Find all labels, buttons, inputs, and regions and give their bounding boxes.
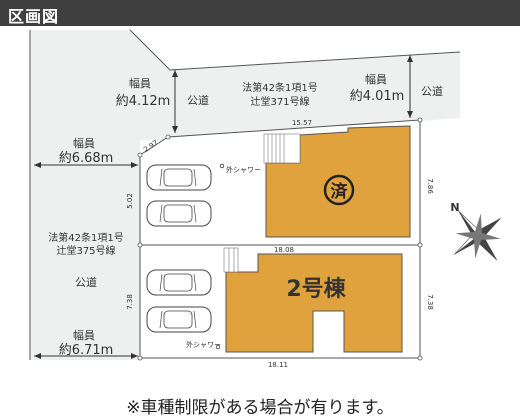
dim-bottom: 18.11 xyxy=(268,361,288,369)
sold-badge-circle xyxy=(323,174,355,206)
sold-badge: 済 xyxy=(331,181,349,202)
car-icon xyxy=(146,164,212,191)
parking-spaces xyxy=(146,164,212,333)
dim-arrow xyxy=(34,353,41,359)
dim-lower-right: 7.38 xyxy=(426,294,434,310)
compass-rose-icon xyxy=(454,210,502,262)
dim-top: 15.57 xyxy=(292,119,312,127)
parking-restriction-note: ※車種制限がある場合が有ります。 xyxy=(126,398,394,418)
dim-middle: 18.08 xyxy=(274,246,294,254)
west-road-law-line2: 辻堂375号線 xyxy=(56,244,115,257)
site-plan: 済 2号棟 外シャワー 外シャワー 幅員 約4.12m 公道 法第42条1項1号… xyxy=(29,29,502,369)
north-road-width-value-2: 約4.01m xyxy=(350,89,405,104)
shower-marker xyxy=(219,163,225,169)
dim-arrow xyxy=(172,70,178,77)
boundary-points xyxy=(137,117,423,361)
dim-lower-left: 7.38 xyxy=(126,294,134,310)
shower-marker xyxy=(215,344,221,350)
compass-north-label: N xyxy=(450,201,459,214)
north-road-width-label-2: 幅員 xyxy=(365,73,387,86)
lot-1-porch xyxy=(263,133,301,164)
dim-arrow xyxy=(407,55,413,62)
lot-2-porch xyxy=(223,247,239,273)
dim-upper-left: 5.02 xyxy=(126,193,134,209)
west-road-law-line1: 法第42条1項1号 xyxy=(48,231,123,244)
north-road-width-value-1: 約4.12m xyxy=(116,94,171,109)
west-road-width-label-2: 幅員 xyxy=(73,329,95,342)
west-road-width-value-1: 約6.68m xyxy=(59,151,114,166)
lot-2-label: 2号棟 xyxy=(286,276,346,302)
car-icon xyxy=(146,269,212,296)
west-road-width-value-2: 約6.71m xyxy=(59,343,114,358)
lot-2-shower-label: 外シャワー xyxy=(186,340,221,349)
dim-arrow xyxy=(131,353,138,359)
car-icon xyxy=(146,306,212,333)
west-road-kind: 公道 xyxy=(75,275,97,289)
north-road-kind-1: 公道 xyxy=(187,93,209,107)
dim-upper-right: 7.86 xyxy=(426,178,434,194)
page-title: 区画図 xyxy=(8,7,60,26)
dim-arrow xyxy=(407,111,413,118)
north-road-law-line2: 辻堂371号線 xyxy=(250,95,309,108)
lot-1-shower-label: 外シャワー xyxy=(226,165,261,174)
dim-arrow xyxy=(172,126,178,133)
dim-arrow xyxy=(131,162,138,168)
north-road-width-label-1: 幅員 xyxy=(129,77,151,90)
north-road-kind-2: 公道 xyxy=(421,84,443,98)
north-road-edge xyxy=(129,29,461,71)
north-road-law-line1: 法第42条1項1号 xyxy=(242,81,317,94)
header-bar: 区画図 xyxy=(0,0,520,26)
dim-arrow xyxy=(34,162,41,168)
car-icon xyxy=(146,200,212,227)
west-road-width-label-1: 幅員 xyxy=(73,137,95,150)
north-road-area-left xyxy=(30,30,170,140)
